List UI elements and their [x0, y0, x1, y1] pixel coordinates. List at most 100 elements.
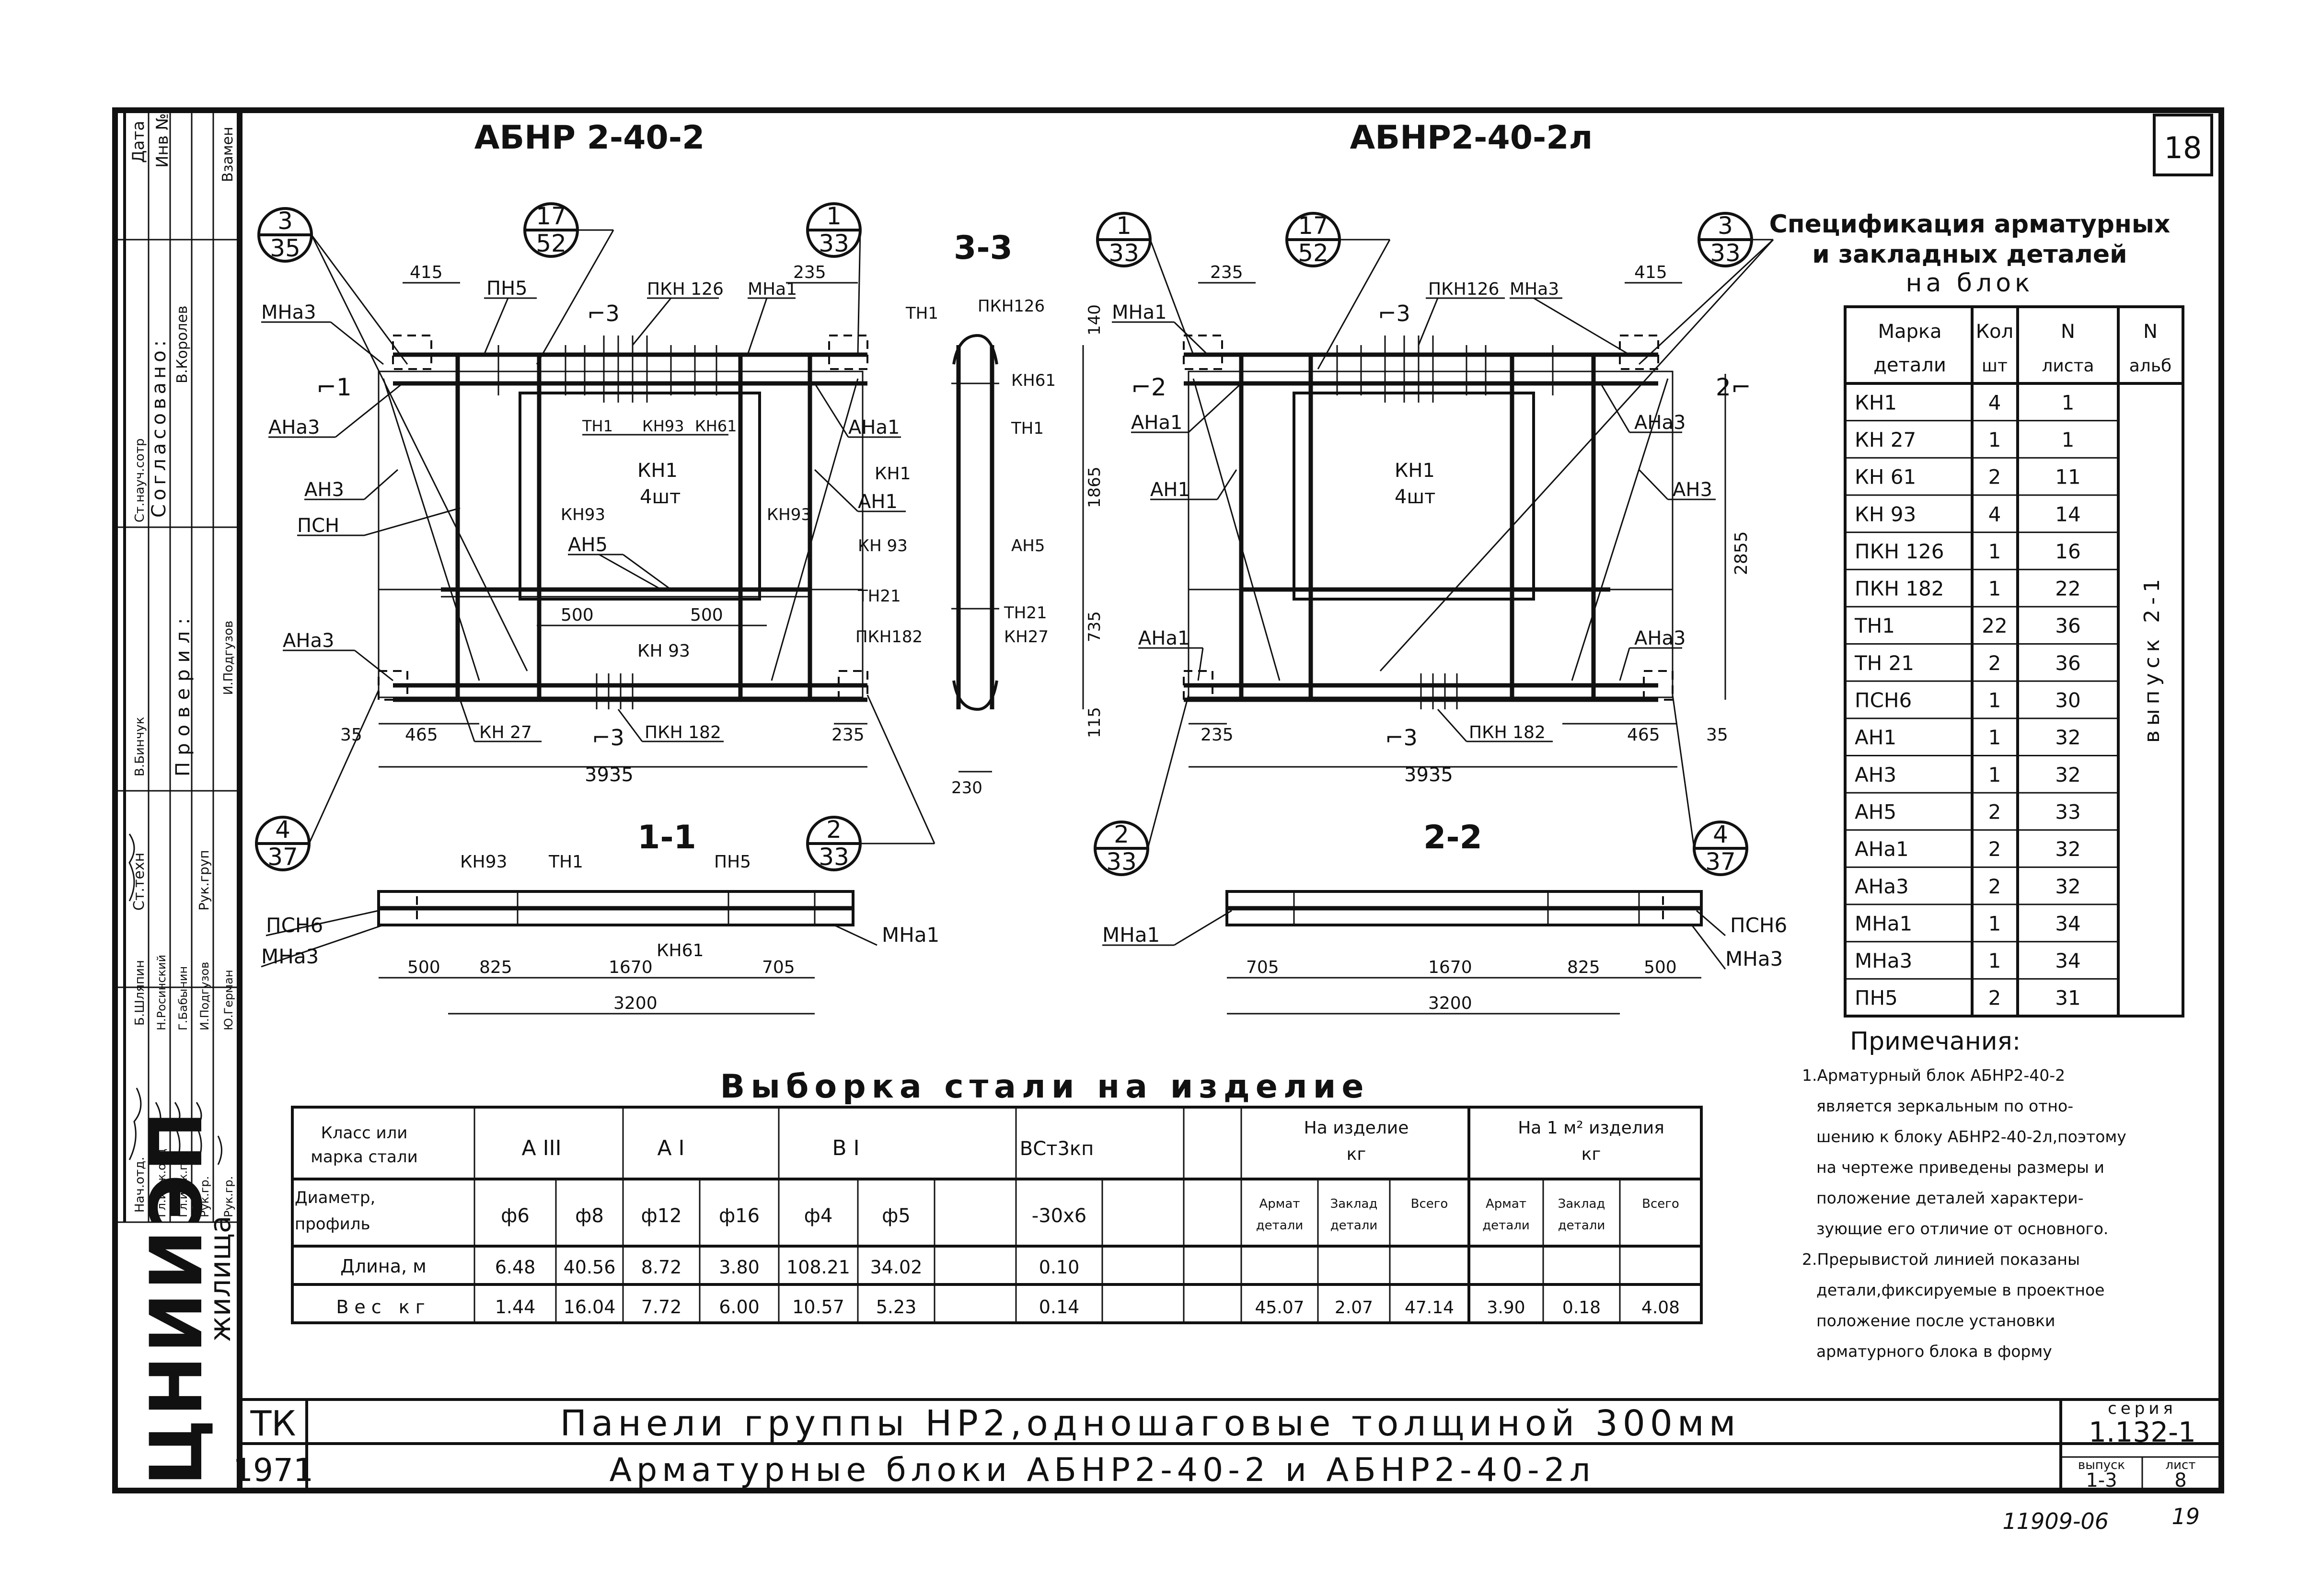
callout-2-33: 2 33 [806, 694, 935, 871]
label-kn27: КН 27 [479, 723, 532, 742]
steel-total: 2.07 [1335, 1298, 1373, 1318]
stamp-role-5: Рук.гр. [222, 1176, 235, 1217]
steel-subheader: Заклад [1330, 1197, 1378, 1211]
notes-line: 2.Прерывистой линией показаны [1802, 1250, 2080, 1269]
spec-row-sheet: 36 [2055, 651, 2080, 675]
spec-header-mark-2: детали [1873, 354, 1946, 376]
dim-415: 415 [410, 263, 443, 282]
steel-total: 0.18 [1562, 1298, 1601, 1318]
steel-title: Выборка стали на изделие [720, 1068, 1370, 1106]
spec-title-line3: на блок [1906, 269, 2034, 298]
callout-r-3-33: 3 33 [1379, 212, 1774, 672]
sec1-kn93: КН93 [460, 852, 507, 872]
signature-5 [217, 1135, 222, 1165]
r-dim-415: 415 [1634, 263, 1667, 282]
label-an5: АН5 [568, 534, 608, 556]
spec-header-qty: Кол [1976, 321, 2013, 343]
steel-diameter-label-2: профиль [295, 1214, 370, 1234]
stamp-name-3: Г.Бабынин [176, 966, 190, 1030]
label-an1: АН1 [858, 491, 898, 513]
steel-diameter: ф6 [501, 1205, 530, 1227]
r-label-pkn126: ПКН126 [1428, 279, 1499, 299]
sec3-tn21-right: ТН21 [1004, 603, 1047, 623]
dim-115: 115 [1085, 707, 1104, 738]
label-kn1: КН1 [637, 460, 678, 482]
spec-row-mark: ПСН6 [1855, 689, 1912, 712]
steel-subheader: детали [1256, 1218, 1304, 1233]
approval-stamp: Дата Инв № Взамен Согласовано: В.Королев… [115, 110, 240, 1223]
label-psn: ПСН [297, 515, 339, 537]
spec-row-sheet: 33 [2055, 800, 2080, 823]
spec-row-mark: КН 61 [1855, 465, 1916, 489]
label-kn61-top: КН61 [695, 417, 737, 435]
svg-text:37: 37 [1705, 848, 1736, 876]
steel-class-vst3: ВСт3кп [1020, 1138, 1094, 1160]
notes-title: Примечания: [1850, 1027, 2021, 1056]
spec-row-sheet: 36 [2055, 614, 2080, 637]
spec-title-line1: Спецификация арматурных [1769, 210, 2171, 239]
spec-row-sheet: 34 [2055, 949, 2080, 972]
r-label-4sht: 4шт [1395, 486, 1435, 508]
svg-text:1: 1 [826, 202, 842, 230]
svg-text:33: 33 [819, 843, 849, 871]
signature-6 [128, 833, 135, 902]
left-panel-outline [378, 370, 864, 698]
dim-235-bot: 235 [831, 725, 865, 745]
steel-per-m2-header: На 1 м² изделия [1518, 1118, 1664, 1138]
sec1-kn61: КН61 [657, 941, 704, 960]
spec-row-qty: 1 [1988, 540, 2001, 563]
steel-subheader: детали [1482, 1218, 1530, 1233]
r-label-ana1-top: АНа1 [1131, 412, 1182, 434]
spec-row-qty: 2 [1988, 875, 2001, 898]
steel-class-b1: В I [832, 1136, 859, 1160]
section-mark-2-left: ⌐2 [1131, 373, 1166, 401]
sheet-title-line2: Арматурные блоки АБНР2-40-2 и АБНР2-40-2… [610, 1451, 1595, 1489]
org-logo-text: ЦНИИЭП [135, 1109, 219, 1486]
archive-number: 11909-06 [2003, 1508, 2109, 1534]
stamp-agreed-role: Ст.науч.сотр [133, 439, 147, 522]
spec-header-album-2: альб [2129, 356, 2172, 376]
spec-row-mark: ПН5 [1855, 986, 1898, 1010]
svg-text:17: 17 [1298, 212, 1328, 240]
steel-length: 34.02 [870, 1257, 923, 1278]
spec-row-sheet: 32 [2055, 875, 2080, 898]
dim-500-right: 500 [690, 605, 723, 625]
spec-row-sheet: 22 [2055, 577, 2080, 601]
sec3-kn61: КН61 [1011, 371, 1056, 390]
label-kn93-right: КН93 [767, 505, 811, 524]
sheet-title-line1: Панели группы НР2,одношаговые толщиной 3… [560, 1403, 1740, 1444]
sec3-pkn182: ПКН182 [855, 627, 923, 647]
sec1-pn5: ПН5 [714, 852, 751, 872]
stamp-header-date: Дата [129, 121, 148, 163]
issue-label: выпуск [2078, 1458, 2125, 1472]
stamp-agreed-person: В.Королев [174, 306, 191, 383]
spec-row-sheet: 11 [2055, 465, 2080, 489]
sec3-tn1-top: ТН1 [905, 304, 938, 323]
steel-weight: 7.72 [641, 1296, 682, 1318]
dim-235-top: 235 [793, 263, 826, 282]
steel-subheader: Армат [1259, 1197, 1300, 1211]
section-mark-2-right: 2⌐ [1716, 373, 1751, 401]
notes-line: 1.Арматурный блок АБНР2-40-2 [1802, 1066, 2065, 1085]
sec2-dim-3200: 3200 [1428, 994, 1472, 1013]
spec-row-qty: 2 [1988, 986, 2001, 1010]
steel-class-header: Класс или [321, 1123, 408, 1143]
spec-row-qty: 2 [1988, 465, 2001, 489]
r-dim-235-top: 235 [1210, 263, 1243, 282]
spec-row-mark: МНа1 [1855, 912, 1912, 935]
org-code: ТК [250, 1403, 296, 1444]
steel-subheader: Всего [1411, 1197, 1448, 1211]
spec-row-mark: КН1 [1855, 391, 1897, 414]
notes-line: положение после установки [1816, 1311, 2055, 1330]
r-dim-235-bot: 235 [1201, 725, 1234, 745]
spec-row-sheet: 32 [2055, 763, 2080, 786]
steel-length: 0.10 [1039, 1257, 1080, 1278]
label-pkn126: ПКН 126 [647, 279, 724, 299]
r-label-ana3-bot: АНа3 [1634, 627, 1686, 649]
spec-title: Спецификация арматурных и закладных дета… [1769, 210, 2171, 298]
spec-row-mark: КН 27 [1855, 428, 1916, 451]
sec3-pkn126: ПКН126 [978, 297, 1045, 316]
steel-diameter: ф8 [575, 1205, 604, 1227]
svg-text:2: 2 [1114, 821, 1129, 848]
